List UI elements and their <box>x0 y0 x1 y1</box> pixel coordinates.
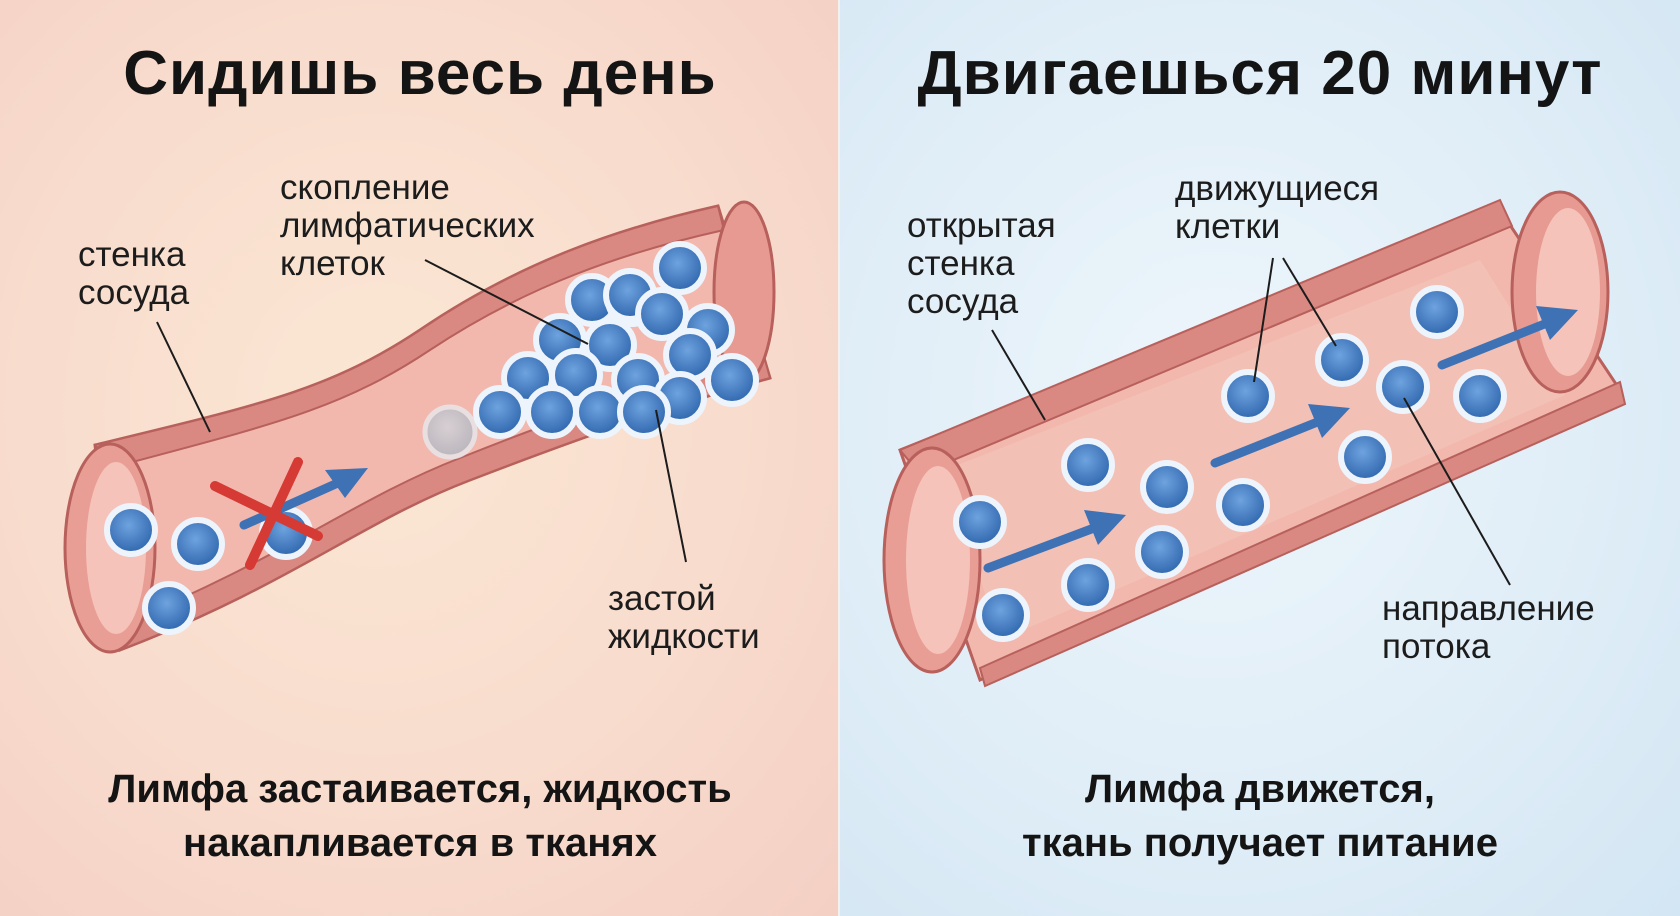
leader-vessel-wall <box>156 321 211 433</box>
blocked-flow-arrow <box>239 468 368 530</box>
left-panel: Сидишь весь день <box>0 0 840 916</box>
leader-stagnation <box>655 409 687 563</box>
left-vessel-illustration <box>63 200 776 654</box>
leader-cell-cluster <box>424 259 589 345</box>
leader-moving-cells-b <box>1282 257 1337 347</box>
stagnant-cells <box>104 503 313 635</box>
right-title: Двигаешься 20 минут <box>917 39 1603 108</box>
right-panel: Двигаешься 20 минут <box>840 0 1680 916</box>
right-vessel-illustration <box>882 190 1627 688</box>
label-moving-cells: движущиеся клетки <box>1175 169 1380 246</box>
leader-open-wall <box>991 329 1046 421</box>
moving-cells <box>953 285 1507 642</box>
flow-direction-arrows <box>983 306 1578 573</box>
fading-cell <box>422 404 478 460</box>
leader-flow-direction <box>1403 397 1511 586</box>
left-title: Сидишь весь день <box>123 39 717 108</box>
blocked-cross-icon <box>210 457 323 570</box>
left-caption: Лимфа застаивается, жидкость накапливает… <box>108 767 732 865</box>
label-stagnation: застой жидкости <box>608 579 760 656</box>
label-flow-direction: направление потока <box>1382 589 1595 666</box>
label-open-wall: открытая стенка сосуда <box>907 206 1056 321</box>
label-cell-cluster: скопление лимфатических клеток <box>280 168 535 283</box>
label-vessel-wall: стенка сосуда <box>78 235 190 312</box>
right-caption: Лимфа движется, ткань получает питание <box>1022 767 1498 865</box>
leader-moving-cells-a <box>1253 257 1274 383</box>
lymph-cell-cluster <box>473 241 759 439</box>
